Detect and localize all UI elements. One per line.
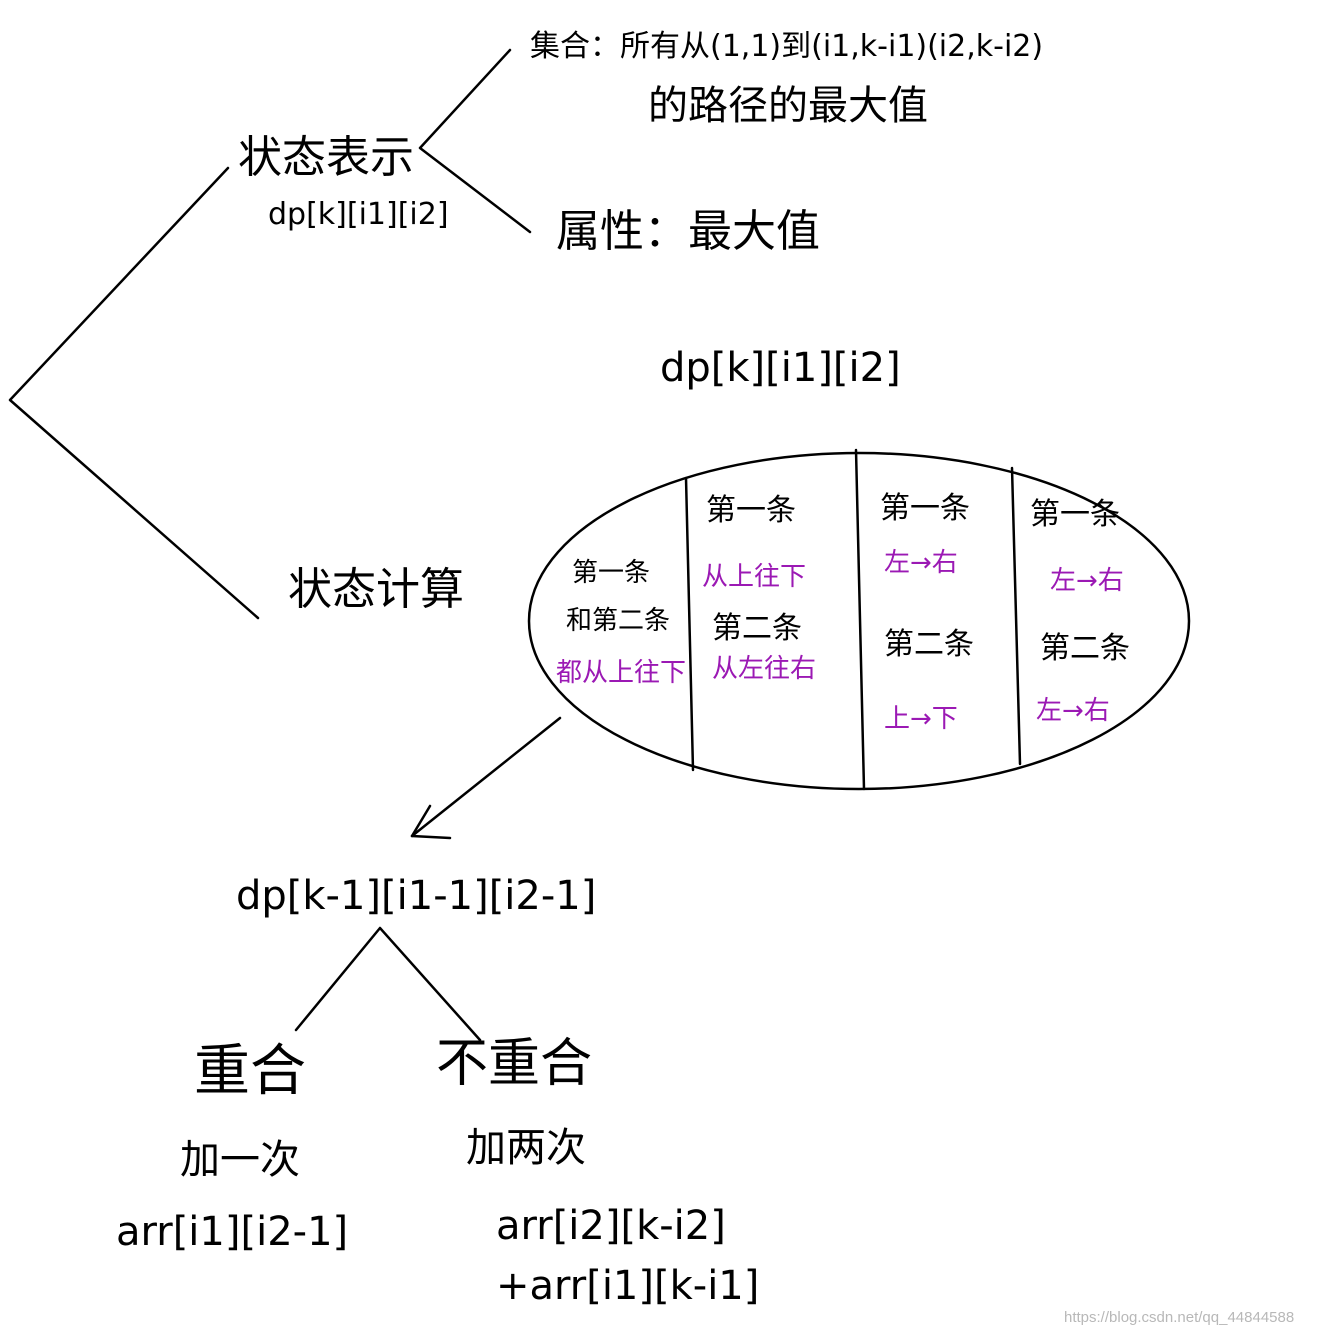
case2-second: 第二条	[712, 611, 802, 646]
state-calc-dp: dp[k][i1][i2]	[660, 345, 901, 391]
set-line-1: 集合：所有从(1,1)到(i1,k-i1)(i2,k-i2)	[530, 29, 1044, 64]
case2-first: 第一条	[706, 493, 796, 528]
no-overlap-label: 不重合	[436, 1034, 593, 1094]
case1-first: 第一条	[572, 558, 651, 588]
attr-label: 属性：最大值	[556, 206, 820, 257]
down-arrow	[410, 716, 562, 838]
overlap-label: 重合	[194, 1039, 306, 1104]
overlap-add: 加一次	[180, 1137, 300, 1183]
case4-second: 第二条	[1040, 631, 1130, 666]
divider-2	[854, 448, 866, 791]
overlap-expr: arr[i1][i2-1]	[116, 1209, 349, 1255]
case3-dir1: 左→右	[884, 548, 958, 578]
state-calc-label: 状态计算	[288, 564, 464, 615]
state-repr-dp: dp[k][i1][i2]	[268, 197, 449, 232]
transition-dp: dp[k-1][i1-1][i2-1]	[236, 873, 597, 919]
case3-second: 第二条	[884, 627, 974, 662]
case3-first: 第一条	[880, 491, 970, 526]
cases-ellipse	[527, 451, 1191, 791]
case1-second: 和第二条	[566, 606, 671, 636]
case4-first: 第一条	[1030, 497, 1120, 532]
set-line-2: 的路径的最大值	[648, 83, 928, 129]
case3-dir2: 上→下	[884, 704, 958, 734]
state-repr-label: 状态表示	[238, 132, 414, 183]
no-overlap-expr-2: +arr[i1][k-i1]	[496, 1263, 760, 1309]
case2-dir2: 从左往右	[712, 654, 817, 684]
watermark: https://blog.csdn.net/qq_44844588	[1064, 1309, 1295, 1326]
divider-1	[684, 476, 695, 772]
no-overlap-expr-1: arr[i2][k-i2]	[496, 1203, 726, 1249]
divider-3	[1010, 466, 1022, 766]
case1-dir: 都从上往下	[556, 658, 687, 688]
root-branch-lines	[8, 166, 260, 620]
case4-dir1: 左→右	[1050, 566, 1124, 596]
case2-dir1: 从上往下	[702, 562, 807, 592]
no-overlap-add: 加两次	[466, 1125, 586, 1171]
repr-branch-lines	[418, 48, 532, 234]
transition-branch-lines	[294, 926, 482, 1042]
case4-dir2: 左→右	[1036, 696, 1110, 726]
arrow-head	[410, 804, 452, 840]
